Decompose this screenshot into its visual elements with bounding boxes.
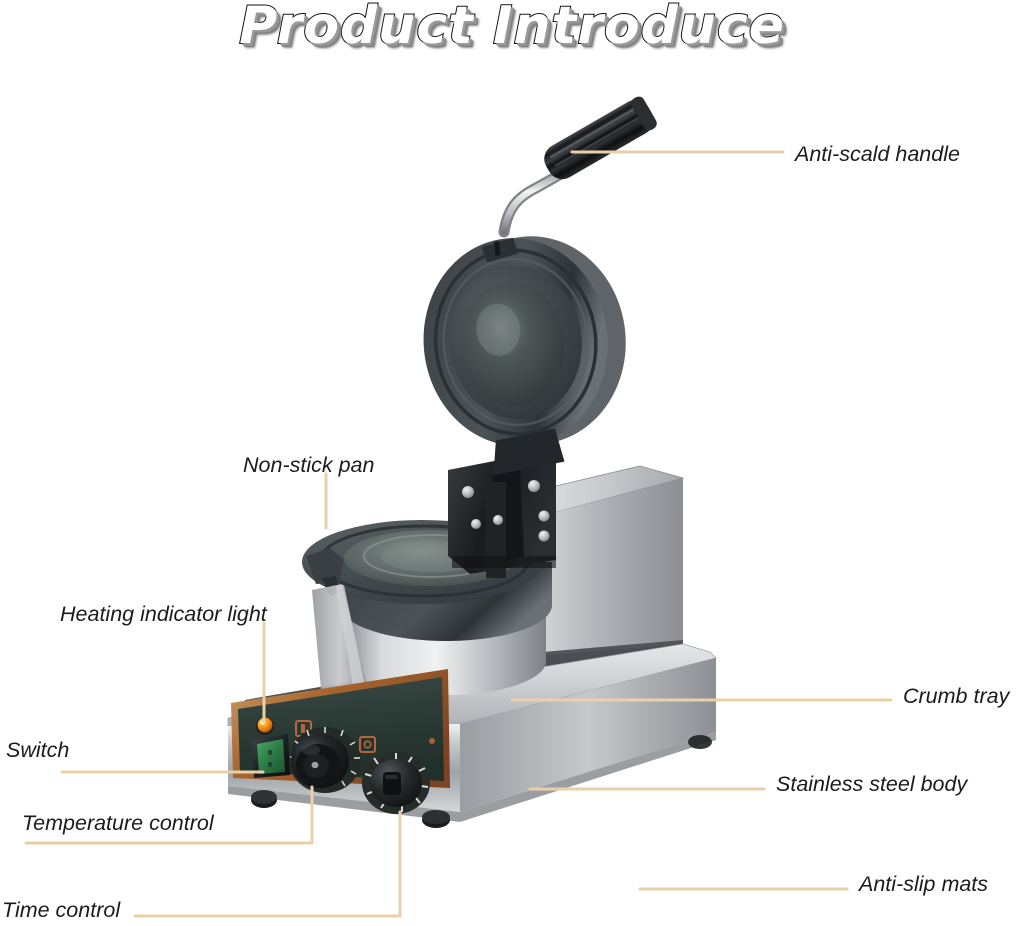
base-side-face xyxy=(460,658,716,812)
upper-plate-tab-slot xyxy=(494,241,501,256)
hinge-bolt-6 xyxy=(471,519,481,529)
upper-plate-highlight xyxy=(476,303,521,356)
callout-label-switch: Switch xyxy=(6,738,70,762)
hinge-column xyxy=(486,482,506,578)
page-title: Product Introduce xyxy=(238,0,785,57)
callout-label-anti-slip-mats: Anti-slip mats xyxy=(859,872,989,896)
hinge-bracket xyxy=(448,452,556,578)
handle-grip-groove-1 xyxy=(550,105,639,159)
hinge-bolt-4 xyxy=(538,530,550,542)
switch-rocker[interactable] xyxy=(257,739,285,774)
handle-rod-highlight xyxy=(500,166,572,236)
upper-plate-dome xyxy=(459,282,565,407)
power-switch[interactable] xyxy=(252,734,290,778)
heat-symbol-icon xyxy=(359,736,376,753)
anti-scald-handle[interactable] xyxy=(498,94,659,238)
hinge-shadow xyxy=(452,556,556,568)
callout-label-crumb-tray: Crumb tray xyxy=(903,684,1010,708)
callout-label-stainless-steel-body: Stainless steel body xyxy=(776,772,968,796)
body-back-wall-side xyxy=(546,478,683,678)
pan-latch xyxy=(306,548,344,584)
temperature-knob-pointer xyxy=(311,761,319,769)
panel-pilot-dot xyxy=(429,738,435,744)
hinge-bolt-5 xyxy=(493,515,503,525)
hinge-bolt-3 xyxy=(538,510,550,522)
handle-grip-cap xyxy=(631,96,657,131)
time-control-knob[interactable] xyxy=(362,752,430,814)
temperature-control-knob[interactable] xyxy=(289,727,361,793)
heating-indicator-light xyxy=(256,717,274,735)
callout-label-temperature-control: Temperature control xyxy=(22,811,214,835)
non-stick-pan-upper xyxy=(423,236,626,476)
callout-label-heating-indicator-light: Heating indicator light xyxy=(60,602,267,626)
temperature-scale xyxy=(290,727,360,787)
pan-support-bracket-edge xyxy=(336,585,366,692)
time-scale xyxy=(364,753,429,812)
callout-label-anti-scald-handle: Anti-scald handle xyxy=(795,142,960,166)
upper-plate-foot xyxy=(493,428,565,476)
control-panel xyxy=(231,669,450,814)
upper-plate-ring-2 xyxy=(442,257,590,427)
callout-label-time-control: Time control xyxy=(2,898,121,922)
hinge-bolt-1 xyxy=(462,486,474,498)
callout-label-non-stick-pan: Non-stick pan xyxy=(243,453,375,477)
hinge-bolt-2 xyxy=(528,480,540,492)
